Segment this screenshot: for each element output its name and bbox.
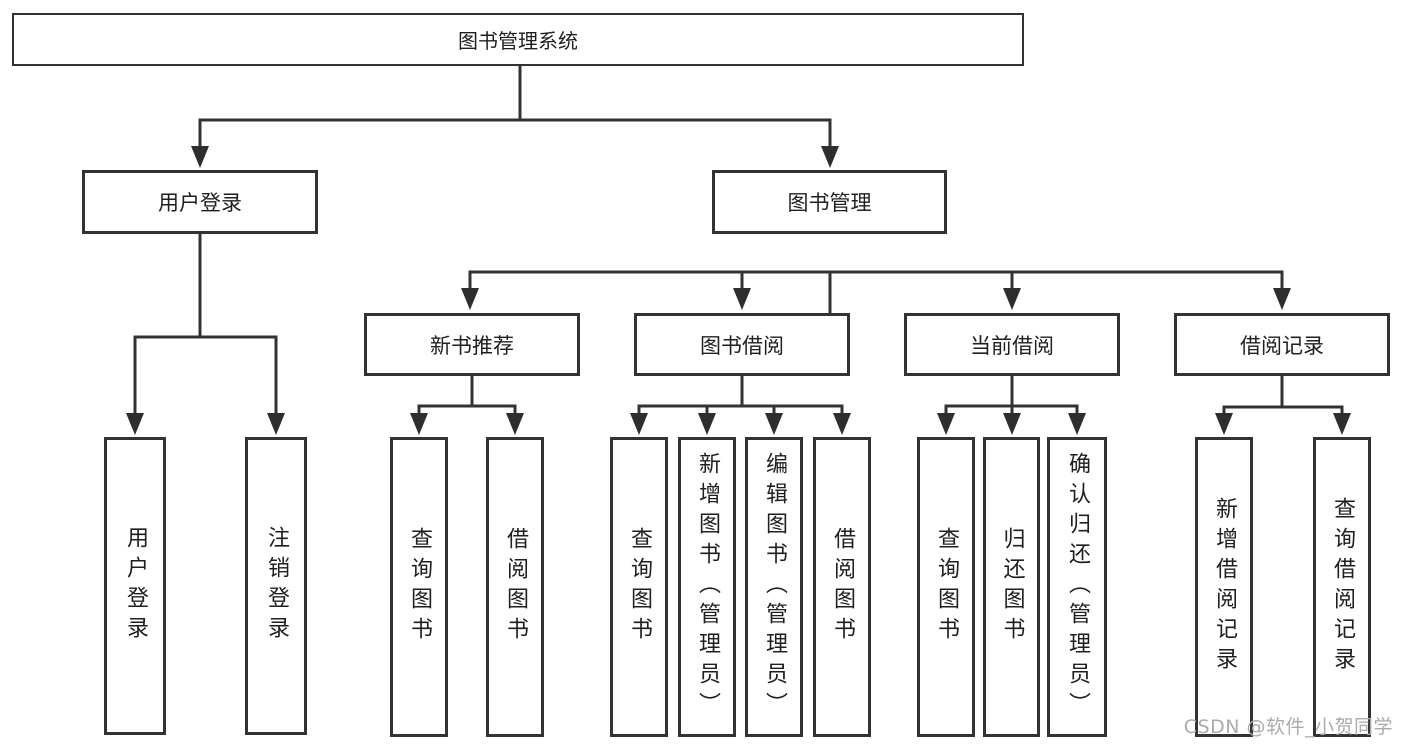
- leaf-add-borrow-record: 新增借阅记录: [1195, 437, 1253, 737]
- leaf-user-login: 用户登录: [104, 437, 166, 735]
- arrowhead-leaf-g3-1: [630, 413, 648, 435]
- leaf-borrow-books-newbook: 借阅图书: [486, 437, 544, 737]
- arrowhead-leaf-g3-4: [833, 413, 851, 435]
- leaf-query-books-newbook: 查询图书: [390, 437, 448, 737]
- arrowhead-leaf-g2-2: [506, 413, 524, 435]
- arrowhead-leaf-g4-1: [937, 413, 955, 435]
- leaf-confirm-return-admin: 确认归还（管理员）: [1047, 437, 1107, 737]
- node-root-label: 图书管理系统: [458, 29, 578, 53]
- node-book-management: 图书管理: [712, 170, 947, 234]
- arrowhead-leaf-g4-2: [1003, 413, 1021, 435]
- arrowhead-leaf-login: [126, 413, 144, 435]
- node-root-library-system: 图书管理系统: [12, 13, 1024, 66]
- arrowhead-currentborrow: [1003, 288, 1021, 310]
- csdn-watermark: CSDN @软件_小贺同学: [1183, 716, 1393, 738]
- arrowhead-leaf-g4-3: [1068, 413, 1086, 435]
- leaf-query-borrow-record-label: 查询借阅记录: [1330, 497, 1355, 677]
- arrowhead-leaf-g5-1: [1215, 413, 1233, 435]
- leaf-return-book: 归还图书: [983, 437, 1040, 737]
- node-new-book-recommend: 新书推荐: [364, 313, 580, 376]
- node-current-borrow: 当前借阅: [904, 313, 1120, 376]
- arrowhead-newbook: [461, 288, 479, 310]
- node-book-borrow: 图书借阅: [634, 313, 850, 376]
- leaf-return-book-label: 归还图书: [999, 527, 1025, 647]
- node-user-login-label: 用户登录: [158, 191, 242, 215]
- arrowhead-leaf-g2-1: [410, 413, 428, 435]
- leaf-add-book-admin-label: 新增图书（管理员）: [695, 452, 720, 722]
- leaf-logout-label: 注销登录: [264, 526, 289, 646]
- node-new-book-recommend-label: 新书推荐: [430, 333, 514, 358]
- node-user-login: 用户登录: [82, 170, 318, 234]
- leaf-borrow-books-borrow: 借阅图书: [813, 437, 871, 737]
- leaf-edit-book-admin: 编辑图书（管理员）: [745, 437, 803, 737]
- arrowhead-records: [1273, 288, 1291, 310]
- leaf-edit-book-admin-label: 编辑图书（管理员）: [762, 452, 787, 722]
- leaf-add-book-admin: 新增图书（管理员）: [678, 437, 736, 737]
- leaf-confirm-return-admin-label: 确认归还（管理员）: [1065, 452, 1090, 722]
- leaf-user-login-label: 用户登录: [123, 526, 148, 646]
- leaf-query-books-current-label: 查询图书: [934, 527, 959, 647]
- leaf-query-books-newbook-label: 查询图书: [407, 527, 432, 647]
- node-book-management-label: 图书管理: [787, 191, 872, 215]
- arrowhead-user-login: [191, 146, 209, 168]
- leaf-query-borrow-record: 查询借阅记录: [1313, 437, 1371, 737]
- arrowhead-leaf-g3-2: [698, 413, 716, 435]
- leaf-query-books-current: 查询图书: [917, 437, 975, 737]
- leaf-query-books-borrow-label: 查询图书: [627, 527, 652, 647]
- arrowhead-leaf-g3-3: [765, 413, 783, 435]
- leaf-logout: 注销登录: [245, 437, 307, 735]
- node-borrow-records: 借阅记录: [1174, 313, 1390, 376]
- arrowhead-book-mgmt: [821, 146, 839, 168]
- leaf-add-borrow-record-label: 新增借阅记录: [1212, 497, 1237, 677]
- node-borrow-records-label: 借阅记录: [1240, 333, 1324, 358]
- node-book-borrow-label: 图书借阅: [700, 333, 784, 358]
- arrowhead-bookborrow: [733, 288, 751, 310]
- leaf-borrow-books-borrow-label: 借阅图书: [830, 527, 855, 647]
- node-current-borrow-label: 当前借阅: [970, 333, 1054, 358]
- leaf-borrow-books-newbook-label: 借阅图书: [503, 527, 528, 647]
- arrowhead-leaf-g5-2: [1333, 413, 1351, 435]
- leaf-query-books-borrow: 查询图书: [610, 437, 668, 737]
- arrowhead-leaf-logout: [267, 413, 285, 435]
